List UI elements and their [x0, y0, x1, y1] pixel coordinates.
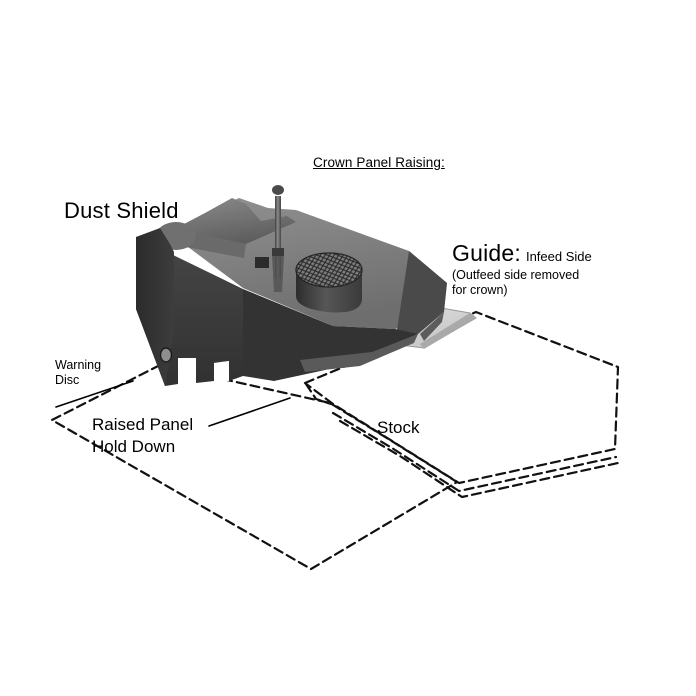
label-raised-panel-2: Hold Down — [92, 437, 176, 457]
shield-left-end — [136, 228, 174, 386]
label-stock: Stock — [377, 418, 420, 437]
stock-thickness-edge-2 — [338, 419, 620, 499]
label-raised-panel-1: Raised Panel — [92, 415, 194, 434]
shield-bottom-skirt-light — [300, 334, 418, 372]
stock-outline-right — [303, 310, 620, 485]
adjust-rod-collar — [272, 248, 284, 256]
shield-hump — [184, 198, 296, 244]
cutter-head-top — [295, 252, 363, 288]
label-guide-title: Guide: — [452, 240, 521, 266]
label-warning-disc-1: Warning — [55, 358, 102, 372]
shield-front-notch-a — [178, 358, 196, 384]
guide-plate-edge — [420, 313, 476, 349]
adjust-rod-knob — [272, 185, 284, 195]
label-guide-group: Guide:Infeed Side (Outfeed side removed … — [452, 240, 592, 299]
dust-shield-assembly — [136, 185, 477, 386]
label-guide-side: Infeed Side — [525, 249, 592, 264]
label-warning-disc-2: Disc — [55, 373, 80, 387]
stock-thickness-edge — [331, 411, 618, 493]
shield-bottom-skirt — [243, 289, 418, 381]
adjust-rod-bracket — [255, 257, 269, 268]
label-raised-panel-group: Raised Panel Hold Down — [92, 414, 193, 458]
adjust-rod-shadow — [272, 256, 284, 292]
stock-outline-group — [50, 310, 620, 571]
leader-warning-disc — [55, 380, 134, 408]
leader-lines — [55, 380, 291, 427]
adjust-rod — [275, 196, 281, 278]
label-dust-shield: Dust Shield — [64, 198, 179, 223]
warning-disc — [159, 347, 173, 363]
stock-fold-line — [304, 382, 333, 406]
label-warning-disc-group: Warning Disc — [55, 358, 101, 388]
leader-raised-panel — [208, 397, 291, 427]
shield-right-skirt-shade — [420, 312, 444, 341]
page-title: Crown Panel Raising: — [313, 155, 445, 170]
label-guide-note-1: (Outfeed side removed — [452, 268, 580, 282]
label-guide-note-2: for crown) — [452, 283, 508, 298]
stock-outline-left — [50, 363, 459, 571]
shield-front-notch-b — [214, 361, 229, 381]
